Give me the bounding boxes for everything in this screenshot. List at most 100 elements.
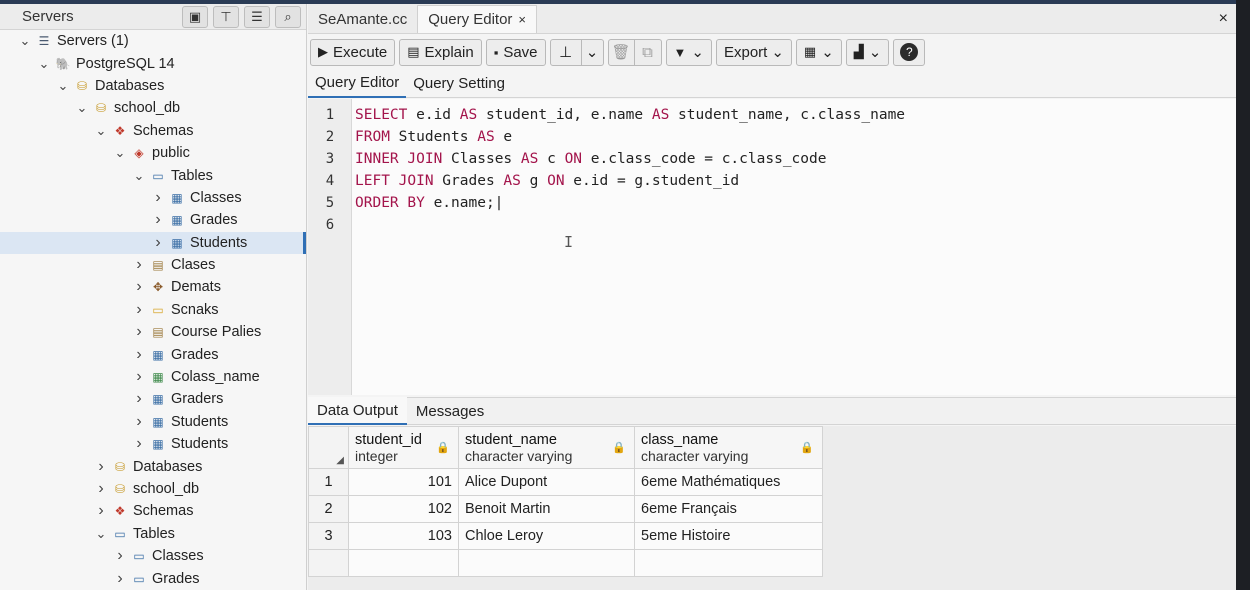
chevron-down-icon[interactable]: ⌄ — [581, 38, 604, 66]
tree-item[interactable]: ⌄◈public — [0, 142, 306, 164]
search-icon[interactable]: ⌕ — [275, 5, 301, 28]
tree-item[interactable]: ⌄❖Schemas — [0, 120, 306, 142]
chevron-down-icon[interactable]: ⌄ — [76, 100, 88, 116]
tab-messages[interactable]: Messages — [415, 402, 485, 420]
filter-button[interactable]: ▼ ⌄ — [665, 38, 712, 66]
column-header-student-id[interactable]: student_id integer 🔒 — [348, 426, 459, 469]
tree-item[interactable]: ›▭Classes — [0, 545, 306, 567]
explain-button[interactable]: ▤ Explain — [399, 38, 482, 66]
chevron-right-icon[interactable]: › — [155, 211, 161, 229]
cell-student-id[interactable]: 101 — [348, 468, 459, 496]
tab-query-setting[interactable]: Query Setting — [413, 75, 505, 92]
chevron-down-icon[interactable]: ⌄ — [57, 77, 69, 93]
tree-item[interactable]: ›▦Grades — [0, 343, 306, 365]
tree-item[interactable]: ⌄🐘PostgreSQL 14 — [0, 52, 306, 74]
chevron-right-icon[interactable]: › — [155, 188, 161, 206]
cell-class-name[interactable]: 6eme Français — [634, 495, 823, 523]
tree-item[interactable]: ›▤Clases — [0, 254, 306, 276]
object-explorer-icon[interactable]: ▣ — [182, 5, 208, 28]
chevron-right-icon[interactable]: › — [98, 502, 104, 520]
commit-icon[interactable]: ⊥ — [549, 38, 582, 66]
chevron-right-icon[interactable]: › — [117, 547, 123, 565]
tree-item[interactable]: ⌄⛁school_db — [0, 97, 306, 119]
tree-item[interactable]: ›✥Demats — [0, 276, 306, 298]
tree-item[interactable]: ⌄▭Tables — [0, 164, 306, 186]
close-window-icon[interactable]: × — [1218, 10, 1228, 27]
close-tab-icon[interactable]: × — [518, 12, 527, 27]
help-button[interactable]: ? — [893, 38, 926, 66]
chevron-down-icon[interactable]: ⌄ — [38, 55, 50, 71]
filter-rows-icon[interactable]: ⊤ — [213, 5, 239, 28]
tree-item[interactable]: ›▦Students — [0, 433, 306, 455]
cell-student-name[interactable]: Benoit Martin — [458, 495, 635, 523]
tab-query-editor[interactable]: Query Editor × — [417, 5, 538, 33]
cell-student-name[interactable]: Alice Dupont — [458, 468, 635, 496]
tree-item[interactable]: ⌄⛁Databases — [0, 75, 306, 97]
tree-item[interactable]: ›▤Course Palies — [0, 321, 306, 343]
chevron-right-icon[interactable]: › — [98, 480, 104, 497]
chevron-right-icon[interactable]: › — [136, 368, 142, 386]
tree-item[interactable]: ›▦Grades — [0, 209, 306, 231]
row-number[interactable]: 3 — [308, 522, 349, 550]
tab-query-editor-sub[interactable]: Query Editor — [308, 70, 407, 98]
grid-view-button[interactable]: ▦ ⌄ — [795, 38, 842, 66]
chevron-right-icon[interactable]: › — [155, 233, 161, 251]
tree-item[interactable]: ›▦Classes — [0, 187, 306, 209]
code-line[interactable]: 6 — [308, 214, 1236, 236]
chevron-right-icon[interactable]: › — [136, 278, 142, 296]
tree-item[interactable]: ›❖Schemas — [0, 500, 306, 522]
grid-corner[interactable]: ◢ — [308, 426, 349, 469]
chevron-right-icon[interactable]: › — [98, 457, 104, 475]
chevron-right-icon[interactable]: › — [136, 256, 142, 274]
chevron-down-icon[interactable]: ⌄ — [133, 167, 145, 183]
tree-item[interactable]: ›▭Scnaks — [0, 299, 306, 321]
chevron-right-icon[interactable]: › — [136, 412, 142, 430]
chevron-down-icon[interactable]: ⌄ — [95, 122, 107, 138]
chevron-right-icon[interactable]: › — [136, 390, 142, 408]
chevron-right-icon[interactable]: › — [136, 300, 142, 318]
row-number[interactable]: 2 — [308, 495, 349, 523]
chevron-right-icon[interactable]: › — [136, 435, 142, 453]
graph-button[interactable]: ▟ ⌄ — [845, 38, 890, 66]
cell-student-id[interactable]: 103 — [348, 522, 459, 550]
tree-item[interactable]: ⌄▭Tables — [0, 523, 306, 545]
tree-item[interactable]: ›▦Students — [0, 411, 306, 433]
tab-data-output[interactable]: Data Output — [308, 397, 407, 425]
chevron-right-icon[interactable]: › — [136, 345, 142, 363]
query-tool-icon[interactable]: ☰ — [244, 5, 270, 28]
tree-item[interactable]: ›⛁school_db — [0, 478, 306, 500]
tree-item[interactable]: ›▦Graders — [0, 388, 306, 410]
tab-seamante[interactable]: SeAmante.cc — [308, 5, 417, 33]
cell-student-name[interactable]: Chloe Leroy — [458, 522, 635, 550]
execute-button[interactable]: ▶ Execute — [310, 38, 396, 66]
column-header-class-name[interactable]: class_name character varying 🔒 — [634, 426, 823, 469]
cell-class-name[interactable]: 5eme Histoire — [634, 522, 823, 550]
save-button[interactable]: ▪ Save — [485, 38, 546, 66]
delete-icon[interactable]: 🗑 — [607, 38, 635, 66]
tree-item[interactable]: ›▦Students — [0, 231, 306, 254]
cell-class-name[interactable]: 6eme Mathématiques — [634, 468, 823, 496]
tree-item[interactable]: ›⛁Databases — [0, 455, 306, 477]
tree-item[interactable]: ›▦Colass_name — [0, 366, 306, 388]
tree-item[interactable]: ⌄☰Servers (1) — [0, 30, 306, 52]
chevron-down-icon[interactable]: ⌄ — [95, 525, 107, 541]
chevron-down-icon[interactable]: ⌄ — [114, 145, 126, 161]
chevron-down-icon[interactable]: ⌄ — [19, 33, 31, 49]
cell-student-id[interactable]: 102 — [348, 495, 459, 523]
export-button[interactable]: Export ⌄ — [715, 38, 792, 66]
chevron-right-icon[interactable]: › — [136, 323, 142, 341]
tree-item[interactable]: ›▭Grades — [0, 567, 306, 589]
row-number[interactable]: 1 — [308, 468, 349, 496]
column-header-student-name[interactable]: student_name character varying 🔒 — [458, 426, 635, 469]
copy-icon[interactable]: ⧉ — [634, 38, 662, 66]
chevron-right-icon[interactable]: › — [117, 569, 123, 587]
